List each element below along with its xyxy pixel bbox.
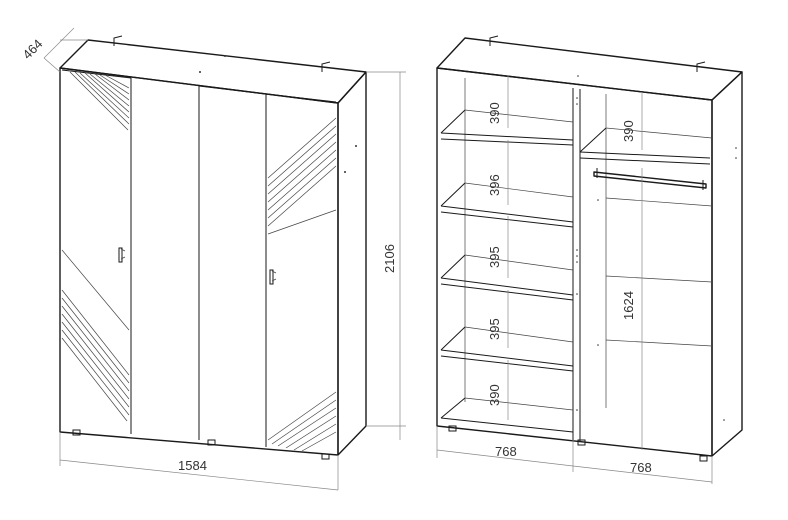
height-dim-lines [366,71,406,440]
wardrobe-top [59,39,367,104]
hanging-height-label: 1624 [621,291,636,320]
open-wardrobe-side [711,71,743,457]
left-section-width-label: 768 [495,444,517,459]
center-partition [572,88,581,441]
bottom-width-dim-lines [436,426,713,484]
open-wardrobe-view: 390 396 395 395 390 390 1624 768 768 [436,35,743,484]
wardrobe-side [337,71,367,456]
open-wardrobe-top [436,37,743,101]
right-section-width-label: 768 [630,460,652,475]
door4-stripes-middle [267,117,337,235]
right-top-gap-label: 390 [621,120,636,142]
shelf-gap-3-label: 395 [487,246,502,268]
top-bracket-2 [321,61,331,72]
door1-stripes-top [69,71,130,131]
depth-label: 464 [20,36,46,62]
shelf-gap-4-label: 395 [487,318,502,340]
door-top-edges [61,69,337,103]
inner-height-dim-lines [507,76,643,450]
width-label: 1584 [178,458,207,473]
door1-stripes-bottom [61,249,130,422]
door-handle-right-icon [269,269,277,285]
top-hole-2 [224,55,226,57]
foot-2 [207,439,216,446]
door-handle-left-icon [118,247,126,263]
open-top-bracket-1 [489,35,499,46]
open-wardrobe-front [436,67,713,457]
closed-wardrobe-view: 464 2106 1584 [20,27,406,491]
inner-back-edges [464,78,607,408]
shelf-gap-5-label: 390 [487,384,502,406]
foot-1 [72,429,81,436]
open-top-bracket-2 [696,61,706,72]
door4-stripes-bottom [267,391,337,452]
depth-dim-lines [43,27,88,73]
height-label: 2106 [382,244,397,273]
top-hole [199,71,201,73]
foot-3 [321,453,330,460]
right-top-shelf [579,127,711,165]
shelf-gap-2-label: 396 [487,174,502,196]
width-dim-lines [59,432,339,491]
hanging-rail [593,168,707,190]
back-panel-lines [605,197,713,347]
shelf-gap-1-label: 390 [487,102,502,124]
top-bracket-1 [113,35,123,46]
left-shelves [440,109,574,433]
